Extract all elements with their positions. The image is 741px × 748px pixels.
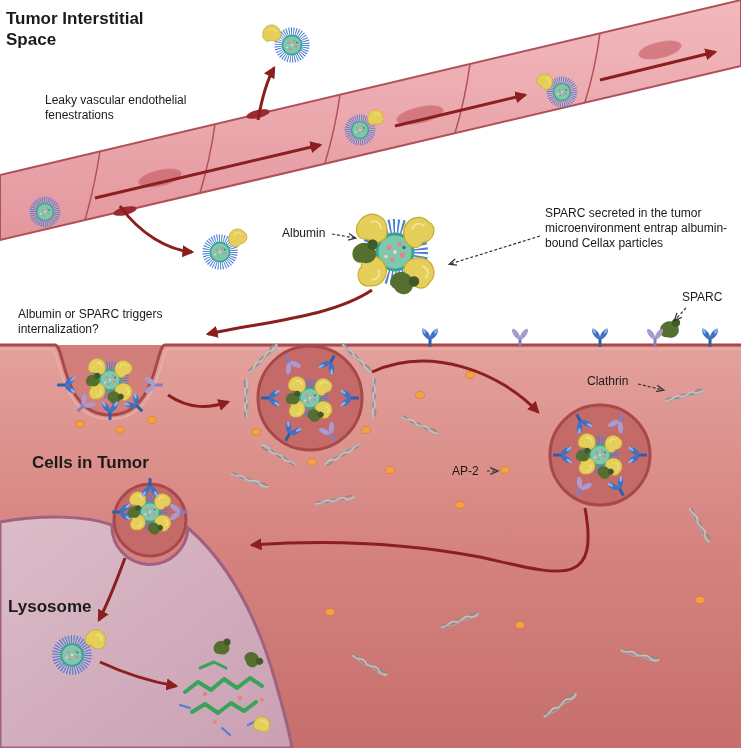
callout-label: Albumin	[282, 226, 325, 241]
annotation: Leaky vascular endothelial fenestrations	[45, 93, 230, 123]
callout-label: SPARC	[682, 290, 722, 305]
annotation: SPARC secreted in the tumor microenviron…	[545, 206, 733, 251]
callout-label: AP-2	[452, 464, 479, 479]
region-heading: Cells in Tumor	[32, 452, 149, 473]
callout-label: Clathrin	[587, 374, 628, 389]
annotation: Albumin or SPARC triggers internalizatio…	[18, 307, 193, 337]
region-heading: Tumor Interstitial Space	[6, 8, 176, 51]
region-heading: Lysosome	[8, 596, 91, 617]
